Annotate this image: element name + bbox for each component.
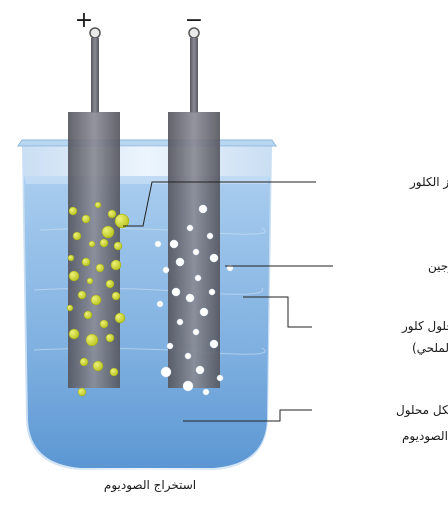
chlorine-gas-label: غاز الكلور: [409, 175, 448, 190]
anode-terminal: [89, 27, 101, 39]
anode-wire: [91, 38, 99, 113]
hydroxide-leader: [183, 409, 312, 422]
cathode-terminal: [188, 27, 200, 39]
hydrogen-gas-label: غاز الهدروجين: [428, 259, 448, 274]
anode-rod: [68, 112, 120, 388]
chlorine-bubbles: [66, 201, 130, 397]
leader-lines: [123, 181, 333, 422]
diagram-caption: استخراج الصوديوم: [104, 478, 196, 493]
negative-terminal-sign: −: [185, 8, 203, 33]
solution: [24, 176, 270, 468]
cathode-wire: [190, 38, 198, 113]
brine-leader: [243, 296, 312, 328]
beaker-rim: [17, 139, 277, 147]
hydrogen-bubbles: [154, 204, 234, 396]
brine-label-line2: الصوديوم (الملحي): [412, 341, 448, 356]
positive-terminal-sign: +: [75, 8, 93, 33]
hydroxide-label-line1: تشكل محلول: [396, 403, 448, 418]
solution-surface: [24, 176, 270, 184]
chlorine-leader: [123, 181, 316, 227]
hydroxide-label-line2: ماءات الصوديوم: [402, 429, 448, 444]
brine-label-line1: محلول كلور: [401, 319, 448, 334]
